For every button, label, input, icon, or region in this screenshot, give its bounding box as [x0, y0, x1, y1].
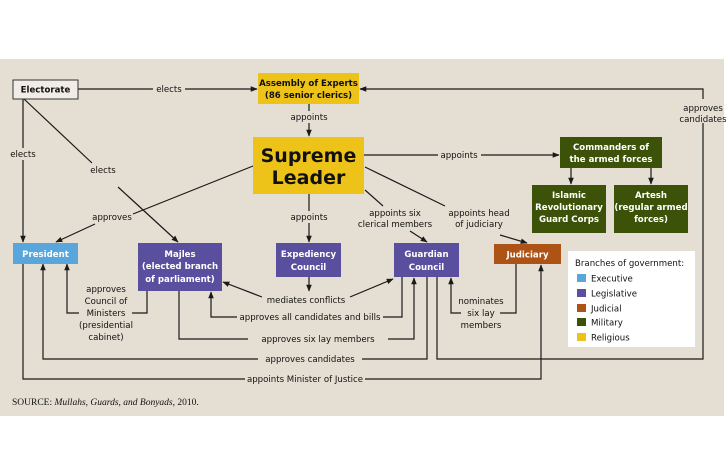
- node-president-label: President: [22, 250, 69, 260]
- node-assembly-label-2: (86 senior clerics): [265, 91, 352, 101]
- edge-guardian-president: [43, 264, 428, 360]
- edge-guardian-majles: [211, 277, 403, 318]
- edge-majles-president: [67, 264, 148, 314]
- label-guardian-assembly-1: approves: [683, 104, 723, 114]
- node-artesh-label-3: forces): [634, 215, 668, 225]
- node-guardian-label-2: Council: [409, 263, 444, 273]
- source-note: SOURCE: Mullahs, Guards, and Bonyads, 20…: [12, 398, 199, 408]
- label-majles-guardian: approves six lay members: [261, 335, 375, 345]
- legend-label-judicial: Judicial: [590, 305, 622, 315]
- node-judiciary: Judiciary: [494, 244, 561, 264]
- source-suffix: , 2010.: [173, 398, 199, 408]
- node-irgc-label-3: Guard Corps: [539, 215, 599, 225]
- edge-mediates-guardian: [349, 278, 394, 298]
- node-supreme-leader: Supreme Leader: [253, 137, 364, 194]
- node-expediency-label-2: Council: [291, 263, 326, 273]
- legend-item-religious: Religious: [577, 333, 630, 344]
- node-artesh-label-1: Artesh: [635, 191, 667, 201]
- node-commanders-label-1: Commanders of: [573, 143, 649, 153]
- label-leader-judiciary-2: of judiciary: [455, 220, 503, 230]
- node-majles: Majles (elected branch of parliament): [138, 243, 222, 291]
- label-judiciary-guardian-2: six lay: [467, 309, 494, 319]
- edge-leader-judiciary: [364, 166, 527, 243]
- label-leader-expediency: appoints: [290, 213, 328, 223]
- legend-label-executive: Executive: [591, 275, 633, 285]
- label-judiciary-guardian-1: nominates: [458, 297, 504, 307]
- node-commanders: Commanders of the armed forces: [560, 137, 662, 168]
- label-guardian-president: approves candidates: [265, 355, 355, 365]
- label-judiciary-guardian-3: members: [461, 321, 502, 331]
- label-leader-guardian-1: appoints six: [369, 209, 421, 219]
- label-guardian-assembly-2: candidates: [679, 115, 726, 125]
- label-assembly-leader: appoints: [290, 113, 328, 123]
- node-artesh-label-2: (regular armed: [614, 203, 687, 213]
- label-leader-judiciary-1: appoints head: [448, 209, 509, 219]
- edge-president-judiciary: [22, 264, 541, 380]
- legend-label-legislative: Legislative: [591, 290, 637, 300]
- legend-swatch-religious: [577, 333, 586, 341]
- label-electorate-assembly: elects: [156, 85, 182, 95]
- node-majles-label-1: Majles: [164, 250, 195, 260]
- node-supreme-leader-label-1: Supreme: [261, 145, 357, 167]
- legend: Branches of government: Executive Legisl…: [568, 251, 695, 347]
- legend-item-judicial: Judicial: [577, 304, 622, 315]
- legend-item-legislative: Legislative: [577, 289, 637, 300]
- node-irgc: Islamic Revolutionary Guard Corps: [532, 185, 606, 233]
- node-guardian-label-1: Guardian: [404, 250, 448, 260]
- node-assembly-of-experts: Assembly of Experts (86 senior clerics): [258, 73, 359, 104]
- edge-mediates-majles: [222, 281, 263, 298]
- label-majles-president-4: (presidential: [79, 321, 133, 331]
- label-electorate-majles: elects: [90, 166, 116, 176]
- legend-title: Branches of government:: [575, 259, 684, 269]
- edge-judiciary-guardian: [451, 264, 517, 314]
- label-expediency-mediates: mediates conflicts: [267, 296, 346, 306]
- edge-majles-guardian: [178, 278, 414, 340]
- label-leader-commanders: appoints: [440, 151, 478, 161]
- label-electorate-president: elects: [10, 150, 36, 160]
- legend-swatch-military: [577, 318, 586, 326]
- node-artesh: Artesh (regular armed forces): [614, 185, 688, 233]
- label-majles-president-5: cabinet): [88, 333, 123, 343]
- label-leader-president: approves: [92, 213, 132, 223]
- node-assembly-label-1: Assembly of Experts: [259, 79, 358, 89]
- node-irgc-label-2: Revolutionary: [535, 203, 603, 213]
- legend-swatch-executive: [577, 274, 586, 282]
- node-electorate: Electorate: [12, 79, 79, 100]
- node-expediency-label-1: Expediency: [281, 250, 337, 260]
- node-irgc-label-1: Islamic: [552, 191, 586, 201]
- source-prefix: SOURCE:: [12, 398, 55, 408]
- edge-leader-president: [56, 165, 254, 242]
- legend-item-executive: Executive: [577, 274, 633, 285]
- node-majles-label-3: of parliament): [145, 275, 215, 285]
- label-guardian-majles: approves all candidates and bills: [240, 313, 382, 323]
- legend-label-religious: Religious: [591, 334, 630, 344]
- label-majles-president-1: approves: [86, 285, 126, 295]
- node-electorate-label: Electorate: [21, 86, 71, 96]
- node-judiciary-label: Judiciary: [505, 251, 548, 261]
- source-title: Mullahs, Guards, and Bonyads: [54, 398, 173, 408]
- node-expediency-council: Expediency Council: [276, 243, 341, 277]
- edge-leader-guardian: [364, 189, 427, 242]
- legend-swatch-legislative: [577, 289, 586, 297]
- node-president: President: [13, 243, 78, 264]
- label-leader-guardian-2: clerical members: [358, 220, 433, 230]
- edge-electorate-majles: [23, 98, 178, 242]
- diagram-panel: [0, 59, 724, 416]
- legend-label-military: Military: [591, 319, 623, 329]
- legend-item-military: Military: [577, 318, 623, 329]
- node-majles-label-2: (elected branch: [142, 262, 218, 272]
- node-supreme-leader-label-2: Leader: [272, 167, 346, 189]
- node-guardian-council: Guardian Council: [394, 243, 459, 277]
- legend-swatch-judicial: [577, 304, 586, 312]
- edge-guardian-assembly: [360, 89, 704, 360]
- label-majles-president-3: Ministers: [87, 309, 126, 319]
- label-majles-president-2: Council of: [85, 297, 129, 307]
- label-president-judiciary: appoints Minister of Justice: [247, 375, 363, 385]
- node-commanders-label-2: the armed forces: [570, 155, 653, 165]
